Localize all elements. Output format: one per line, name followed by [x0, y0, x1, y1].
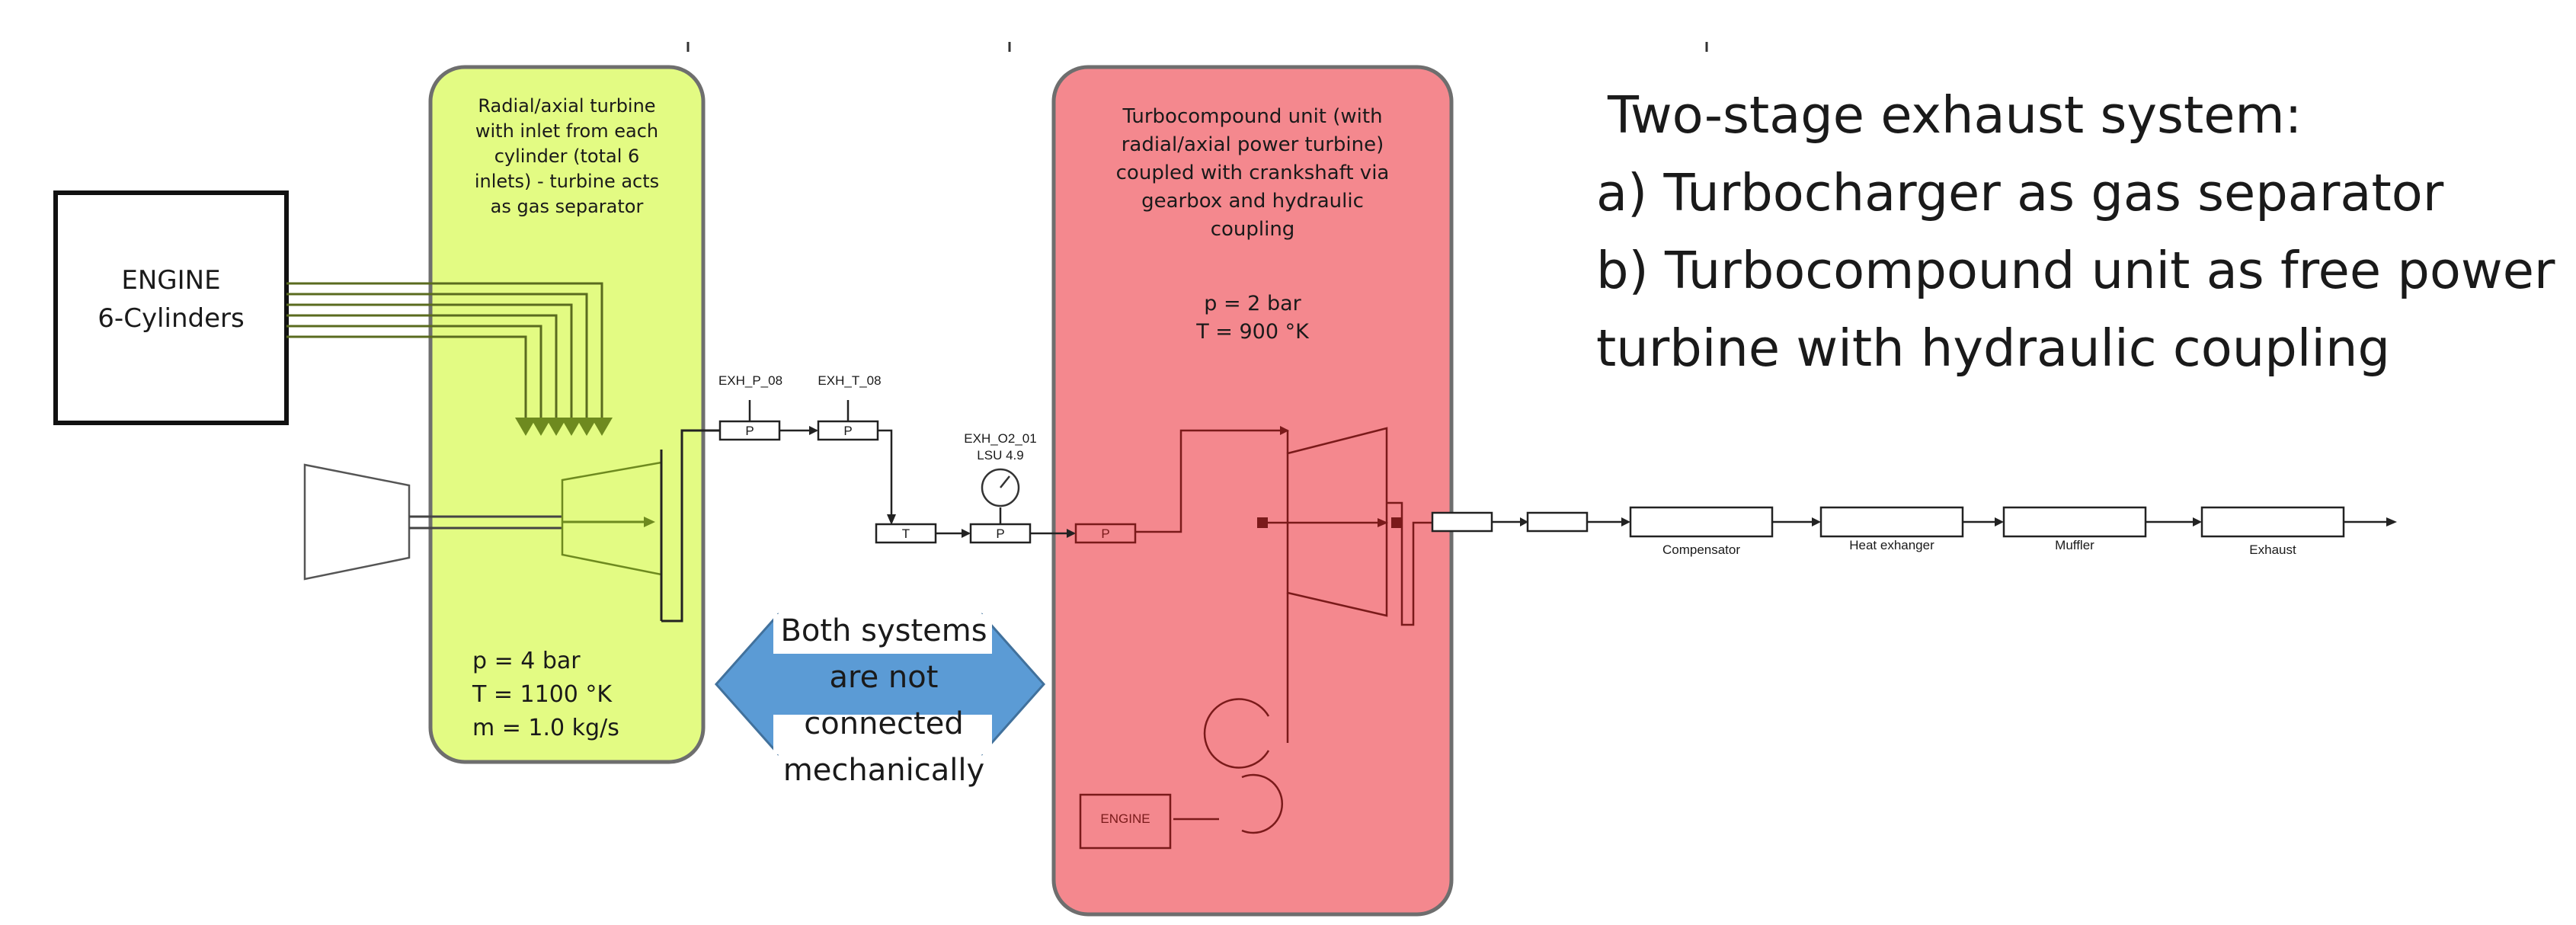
- turbocharger-box: [428, 65, 706, 764]
- cylinder-inlet-arrowheads: [515, 418, 613, 436]
- summary-line-b: b) Turbocompound unit as free power: [1596, 241, 2555, 300]
- cylinder-inlet-lines: [286, 282, 603, 419]
- engine-block: [53, 190, 289, 425]
- t-symbol: T: [901, 527, 910, 541]
- arrow-note: Both systems are not connected mechanica…: [780, 613, 987, 788]
- power-turbine: [1286, 427, 1388, 617]
- tcu-engine-box: [1079, 793, 1172, 850]
- compressor-shape: [303, 463, 411, 581]
- o2-sub-tag: LSU 4.9: [977, 448, 1024, 462]
- engine-title: ENGINE: [121, 265, 221, 296]
- exhaust-label: Exhaust: [2249, 543, 2296, 557]
- o2-p-symbol: P: [996, 527, 1005, 541]
- summary-line-c: turbine with hydraulic coupling: [1596, 318, 2390, 378]
- muffler-label: Muffler: [2055, 538, 2094, 552]
- summary-line-a: a) Turbocharger as gas separator: [1596, 163, 2444, 222]
- compensator-box: [1629, 506, 1774, 538]
- temperature-tag: EXH_T_08: [818, 373, 882, 388]
- summary-block: Two-stage exhaust system: a) Turbocharge…: [1596, 76, 2555, 387]
- compensator-label: Compensator: [1662, 543, 1741, 557]
- turbocharger-description: Radial/axial turbine with inlet from eac…: [474, 95, 660, 217]
- o2-tag: EXH_O2_01: [964, 431, 1037, 446]
- tcu-engine-label: ENGINE: [1100, 811, 1150, 826]
- muffler-box: [2002, 506, 2147, 538]
- turbocharger-outlet-pipe: [661, 429, 720, 623]
- t-box: [875, 523, 937, 544]
- summary-heading: Two-stage exhaust system:: [1608, 85, 2302, 145]
- pressure-symbol: P: [745, 424, 754, 438]
- turbocompound-description: Turbocompound unit (with radial/axial po…: [1115, 105, 1390, 241]
- temperature-symbol: P: [843, 424, 853, 438]
- turbocompound-params: p = 2 bar T = 900 °K: [1196, 292, 1309, 344]
- turbocompound-box: [1051, 65, 1454, 917]
- hydraulic-coupling: [1203, 698, 1270, 769]
- tcu-p-box: [1074, 523, 1137, 544]
- engine-subtitle: 6-Cylinders: [98, 303, 245, 334]
- turbocharger-params: p = 4 bar T = 1100 °K m = 1.0 kg/s: [472, 648, 619, 741]
- pressure-tag: EXH_P_08: [718, 373, 783, 388]
- heat-exchanger-box: [1819, 506, 1964, 538]
- heat-exchanger-label: Heat exhanger: [1849, 538, 1934, 552]
- exhaust-box: [2200, 506, 2345, 538]
- tcu-p-symbol: P: [1101, 527, 1110, 541]
